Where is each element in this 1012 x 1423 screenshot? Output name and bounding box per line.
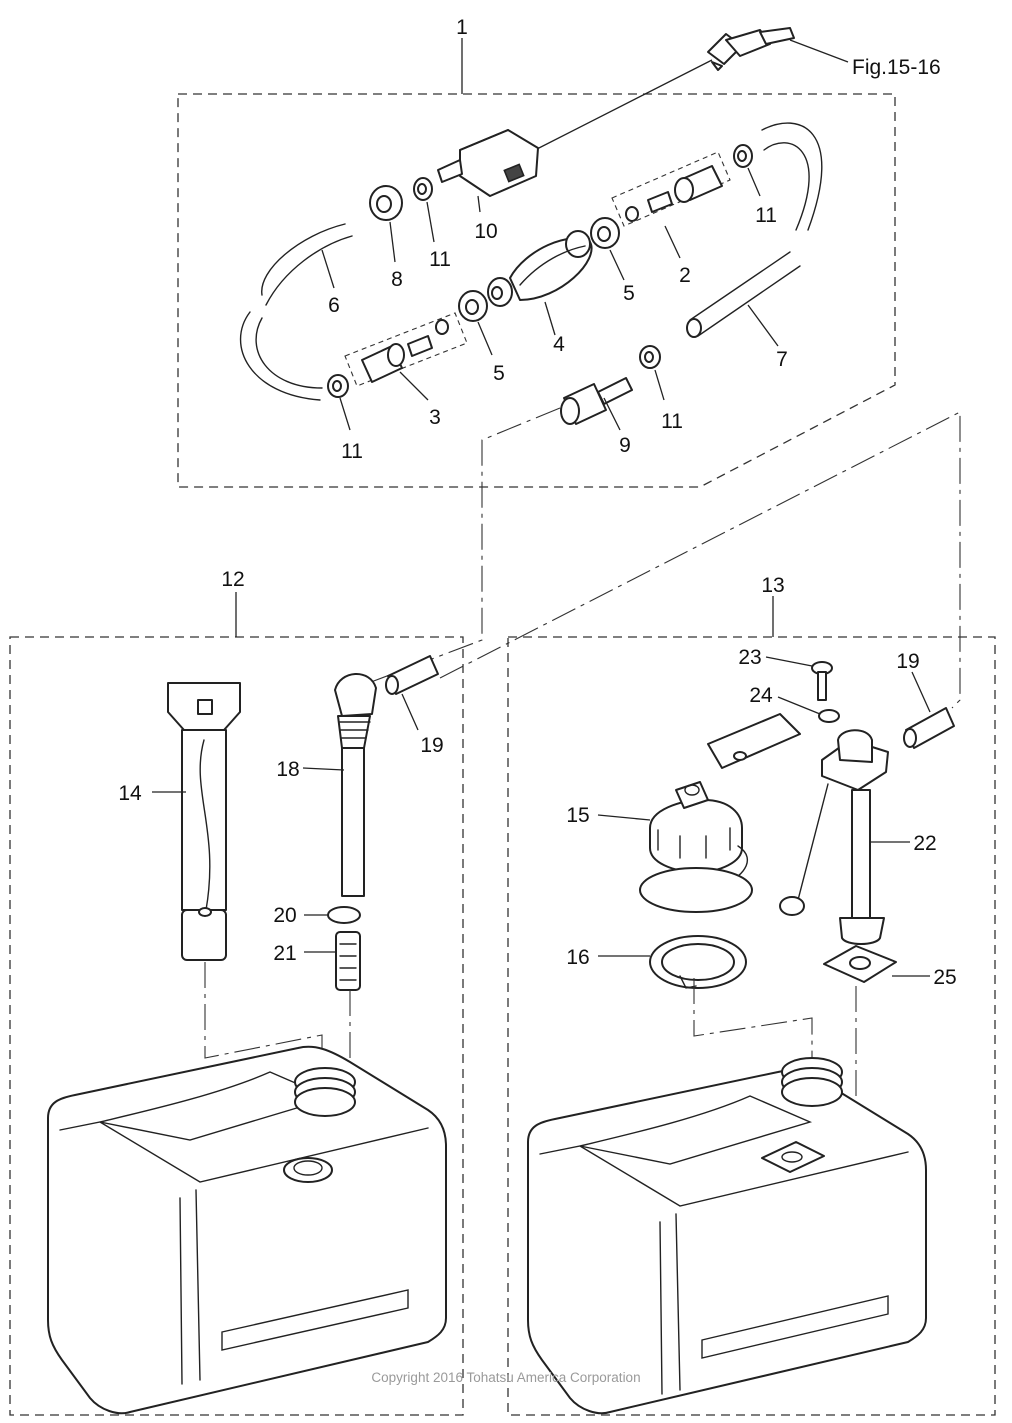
fuel-gauge-22-icon [779,729,889,945]
fuel-hose-7-icon [686,122,823,338]
callout-5b: 5 [493,362,505,385]
gasket-16-icon [649,935,747,989]
callout-15: 15 [566,804,589,827]
fuel-gauge-14-icon [167,682,241,961]
hose-clip-icon [327,144,753,398]
callout-11b: 11 [755,204,777,227]
callout-19a: 19 [896,650,919,673]
fuel-tank-left-icon [47,1045,447,1415]
grommet-icon [369,185,403,221]
callout-13: 13 [761,574,784,597]
callout-11d: 11 [341,440,363,463]
fitting-19-left-icon [385,655,439,695]
fuel-hose-6-icon [239,223,353,401]
connector-group-3-box [344,312,468,387]
callout-10: 10 [474,220,497,243]
callout-25: 25 [933,966,956,989]
callout-21: 21 [273,942,296,965]
figure-reference: Fig.15-16 [852,56,941,79]
callout-19b: 19 [420,734,443,757]
connection-line-left [349,407,561,691]
callout-23: 23 [738,646,761,669]
callout-6: 6 [328,294,340,317]
valve-connector-3-icon [361,319,449,383]
label-plate-icon [707,713,801,769]
fuel-line-assembly-box [177,93,896,488]
copyright-notice: Copyright 2016 Tohatsu America Corporati… [371,1370,640,1385]
callout-11c: 11 [661,410,683,433]
gasket-25-icon [823,945,897,983]
valve-connector-2-icon [625,165,723,222]
callout-1: 1 [456,16,468,39]
screw-23-icon [811,661,833,701]
bulb-grommet-icon [458,217,620,322]
hose-coupler-icon [560,377,633,425]
fitting-19-right-icon [903,707,955,749]
fuel-cap-15-icon [639,781,753,913]
callout-11a: 11 [429,248,451,271]
callout-24: 24 [749,684,773,707]
callout-14: 14 [118,782,142,805]
tank-assembly-13-box [507,636,996,1416]
callout-9: 9 [619,434,631,457]
callout-3: 3 [429,406,441,429]
callout-8: 8 [391,268,403,291]
callout-4: 4 [553,333,565,356]
callout-20: 20 [273,904,296,927]
connection-line-right [439,411,961,709]
callout-16: 16 [566,946,589,969]
pickup-fitting-18-icon [334,673,377,897]
callout-18: 18 [276,758,299,781]
fuel-connector-icon [437,129,539,197]
callout-22: 22 [913,832,936,855]
connector-group-2-box [611,151,731,227]
primer-bulb-icon [487,230,593,307]
callout-5a: 5 [623,282,635,305]
strainer-21-icon [335,931,361,991]
o-ring-20-icon [327,906,361,924]
callout-7: 7 [776,348,788,371]
callout-12: 12 [221,568,244,591]
callout-2: 2 [679,264,691,287]
washer-24-icon [818,709,840,723]
engine-connector-icon [707,27,795,71]
fuel-tank-right-icon [527,1057,927,1415]
